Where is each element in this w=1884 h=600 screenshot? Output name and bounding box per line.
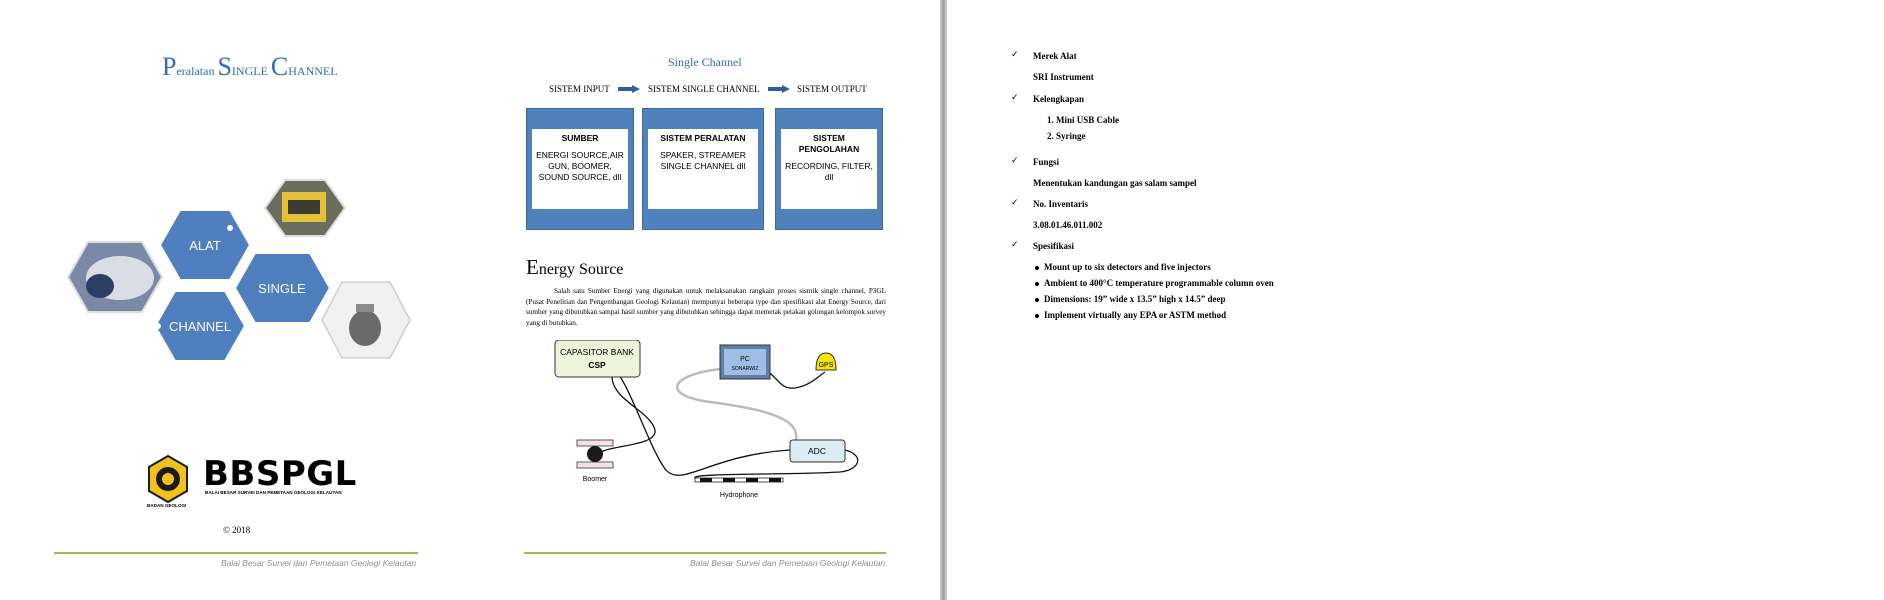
box-sumber: SUMBER ENERGI SOURCE,AIR GUN, BOOMER, SO… — [526, 108, 634, 230]
emblem-caption: BADAN GEOLOGI — [147, 503, 187, 508]
fungsi-value: Menentukan kandungan gas salam sampel — [1033, 178, 1197, 188]
page-footer: Balai Besar Survei dan Pemetaan Geologi … — [221, 558, 417, 568]
flow-step-output: SISTEM OUTPUT — [797, 84, 867, 94]
pc-software-label: SONARWIZ — [732, 366, 759, 372]
seismic-system-diagram: CAPASITOR BANK CSP PC SONARWIZ GPS ADC B… — [554, 340, 859, 499]
device-top-shape — [356, 304, 374, 312]
checkmark-icon: ✓ — [1011, 240, 1019, 250]
title-word-channel: HANNEL — [288, 64, 338, 78]
bbspgl-logo-subtitle: BALAI BESAR SURVEI DAN PEMETAAN GEOLOGI … — [205, 490, 342, 495]
title-initial-c: C — [270, 52, 289, 81]
checkmark-icon: ✓ — [1011, 93, 1019, 103]
equipment-panel-shape — [288, 200, 320, 214]
page-footer: Balai Besar Survei dan Pemetaan Geologi … — [690, 558, 886, 568]
bbspgl-logo-text: BBSPGL — [203, 454, 357, 494]
hexagon-label-alat: ALAT — [189, 238, 221, 253]
hexagon-label-single: SINGLE — [258, 281, 306, 296]
merek-label: Merek Alat — [1033, 51, 1077, 61]
gps-label: GPS — [819, 362, 834, 369]
badan-geologi-emblem — [148, 455, 188, 503]
inventaris-value: 3.08.01.46.011.002 — [1033, 220, 1103, 230]
device-body-shape — [349, 310, 381, 346]
flow-arrow-icon — [618, 85, 640, 93]
bullet-icon — [1035, 282, 1039, 286]
checkmark-icon: ✓ — [1011, 50, 1019, 60]
energy-source-paragraph: Salah satu Sumber Energi yang digunakan … — [526, 287, 886, 327]
cable-coil-shape — [86, 274, 114, 298]
spesifikasi-label: Spesifikasi — [1033, 241, 1075, 251]
page-title: Single Channel — [668, 55, 742, 69]
footer-rule — [524, 552, 886, 554]
hexagon-cluster: ALAT SINGLE CHANNEL — [66, 179, 411, 362]
copyright-text: © 2018 — [223, 525, 251, 535]
spesifikasi-item: Ambient to 400°C temperature programmabl… — [1044, 278, 1274, 288]
hexagon-label-channel: CHANNEL — [169, 319, 231, 334]
section-title-energy-source: Energy Source — [526, 255, 624, 279]
box-pengolahan-body: RECORDING, FILTER, dll — [785, 161, 873, 182]
inventaris-label: No. Inventaris — [1033, 199, 1089, 209]
adc-label: ADC — [808, 446, 826, 456]
bullet-icon — [1035, 266, 1039, 270]
bullet-icon — [1035, 314, 1039, 318]
single-channel-page — [470, 0, 940, 600]
box-sistem-pengolahan: SISTEM PENGOLAHAN RECORDING, FILTER, dll — [775, 108, 883, 230]
footer-rule — [54, 552, 418, 554]
cover-title: Peralatan SINGLE CHANNEL — [162, 52, 338, 82]
cover-page: Peralatan SINGLE CHANNEL ALAT SINGLE CHA… — [0, 0, 470, 600]
kelengkapan-label: Kelengkapan — [1033, 94, 1085, 104]
box-sumber-body: ENERGI SOURCE,AIR GUN, BOOMER, SOUND SOU… — [536, 150, 624, 182]
specification-page — [947, 0, 1884, 600]
merek-value: SRI Instrument — [1033, 72, 1094, 82]
hexagon-single — [233, 252, 332, 324]
hexagon-channel — [153, 290, 247, 362]
checkmark-icon: ✓ — [1011, 198, 1019, 208]
fungsi-label: Fungsi — [1033, 157, 1060, 167]
capacitor-csp-label: CSP — [588, 360, 606, 370]
flow-step-input: SISTEM INPUT — [549, 84, 610, 94]
box-sumber-heading: SUMBER — [561, 133, 599, 143]
kelengkapan-item: 2. Syringe — [1047, 131, 1086, 141]
title-initial-s: S — [217, 52, 232, 81]
box-pengolahan-heading: SISTEM PENGOLAHAN — [798, 133, 860, 154]
spesifikasi-item: Implement virtually any EPA or ASTM meth… — [1044, 310, 1227, 320]
kelengkapan-item: 1. Mini USB Cable — [1047, 115, 1120, 125]
flow-arrow-icon — [768, 85, 790, 93]
flow-step-system: SISTEM SINGLE CHANNEL — [648, 84, 760, 94]
box-peralatan-body: SPAKER, STREAMER SINGLE CHANNEL dll — [660, 150, 746, 171]
title-initial-p: P — [162, 52, 177, 81]
pc-label: PC — [740, 356, 750, 363]
page-gutter — [940, 0, 947, 600]
hexagon-channel-dot — [155, 323, 161, 329]
capacitor-bank-label: CAPASITOR BANK — [560, 347, 634, 357]
spesifikasi-item: Mount up to six detectors and five injec… — [1044, 262, 1211, 272]
bullet-icon — [1035, 298, 1039, 302]
hydrophone-label: Hydrophone — [720, 492, 758, 499]
box-peralatan-heading: SISTEM PERALATAN — [660, 133, 746, 143]
box-sistem-peralatan: SISTEM PERALATAN SPAKER, STREAMER SINGLE… — [642, 108, 764, 230]
checkmark-icon: ✓ — [1011, 156, 1019, 166]
title-word-single: INGLE — [231, 64, 271, 78]
hexagon-alat-dot — [227, 225, 233, 231]
title-word-peralatan: eralatan — [176, 64, 218, 78]
spesifikasi-item: Dimensions: 19” wide x 13.5” high x 14.5… — [1044, 294, 1226, 304]
boomer-label: Boomer — [583, 476, 608, 483]
